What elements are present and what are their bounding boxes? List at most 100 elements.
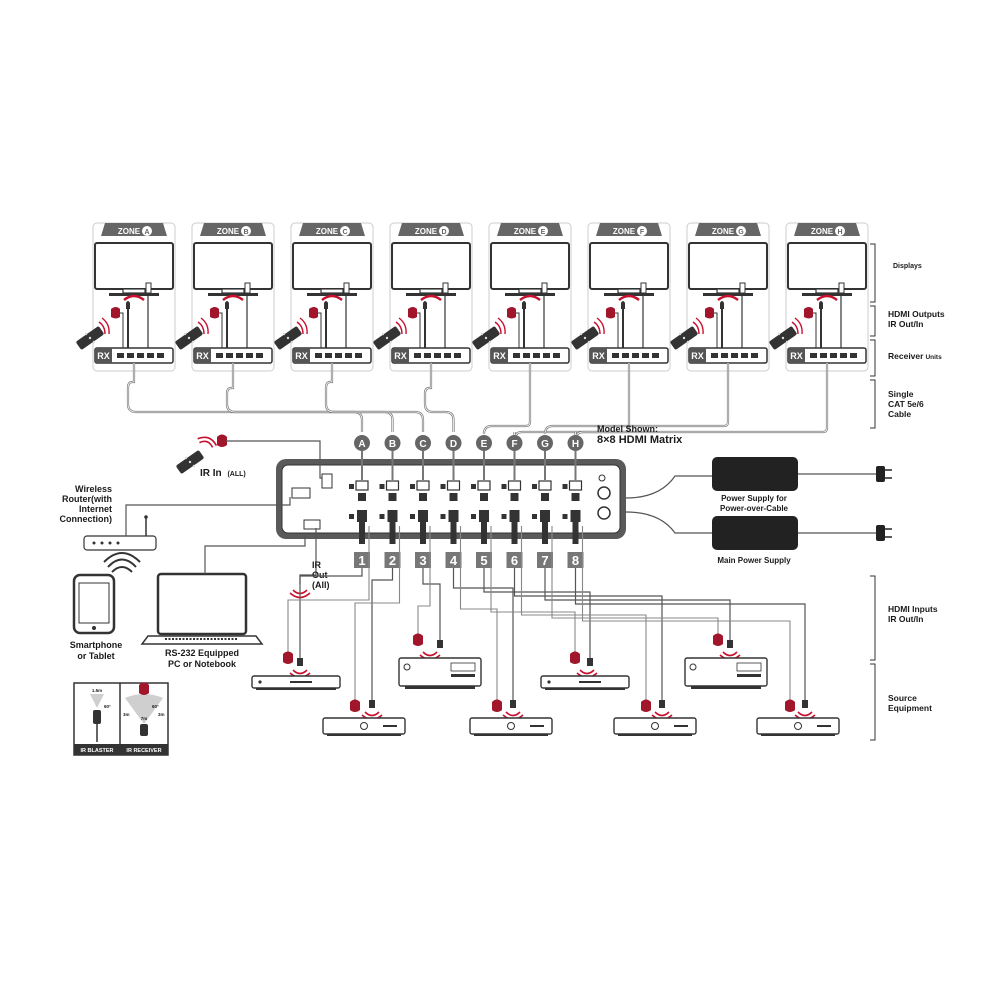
legend-blaster-dist: 1.5m <box>92 688 102 693</box>
bracket-cat-2: CAT 5e/6 <box>888 399 924 409</box>
output-letter: D <box>450 439 457 450</box>
ir-in-remote <box>175 433 322 479</box>
laptop-icon <box>140 536 306 645</box>
input-number: 5 <box>480 553 487 568</box>
bracket-hdmi-in-2: IR Out/In <box>888 614 923 624</box>
zone-f: ZONE F RX <box>570 222 671 372</box>
display-icon <box>688 242 768 290</box>
ir-cable <box>551 526 719 636</box>
ir-cable <box>287 526 370 654</box>
output-letter-badge <box>476 435 492 451</box>
source-device-tuner <box>684 657 768 689</box>
ir-emitter-icon <box>570 651 580 664</box>
hdmi-input-port <box>509 510 520 522</box>
output-letter-badge <box>415 435 431 451</box>
psu-main-label: Main Power Supply <box>717 556 791 565</box>
hdmi-input-port <box>387 510 398 522</box>
source-device-player <box>756 717 840 736</box>
legend-receiver-side-r: 3m <box>158 712 165 717</box>
receiver-badge: RX <box>97 351 110 361</box>
legend-blaster-angle: 60° <box>104 704 111 709</box>
output-letter: G <box>541 439 549 450</box>
psu-poc-line2: Power-over-Cable <box>720 504 789 513</box>
bracket-cat-3: Cable <box>888 409 911 419</box>
input-number: 2 <box>389 553 396 568</box>
zone-tab-letter: E <box>541 229 546 236</box>
source-wiring <box>283 526 816 721</box>
input-number: 6 <box>511 553 518 568</box>
ir-emitter-icon <box>785 699 795 712</box>
wifi-icon <box>103 552 141 573</box>
zone-tab-label: ZONE <box>118 227 141 236</box>
ir-out-line2: Out <box>312 570 328 580</box>
zone-tab-label: ZONE <box>316 227 339 236</box>
bracket-cat-1: Single <box>888 389 914 399</box>
zone-tab-letter: F <box>640 229 645 236</box>
hdmi-input-port <box>418 510 428 522</box>
bracket-hdmi-in-1: HDMI Inputs <box>888 604 938 614</box>
phone-line2: or Tablet <box>77 651 114 661</box>
display-icon <box>589 242 669 290</box>
ir-emitter-icon <box>713 633 723 646</box>
output-letter-badge <box>506 435 523 451</box>
bracket-source-1: Source <box>888 693 917 703</box>
ir-emitter-icon <box>413 633 423 646</box>
hdmi-cable <box>544 568 731 640</box>
model-line2: 8×8 HDMI Matrix <box>597 434 683 446</box>
receiver-badge: RX <box>493 351 506 361</box>
router-line2: Router(with <box>62 494 112 504</box>
output-letter: F <box>511 439 517 450</box>
hdmi-input-port <box>540 510 550 522</box>
display-icon <box>193 242 273 290</box>
input-number-badge <box>445 552 462 568</box>
output-letter: A <box>358 439 365 450</box>
zone-tab-label: ZONE <box>415 227 438 236</box>
zone-tab-label: ZONE <box>712 227 735 236</box>
hdbt-port <box>446 480 461 491</box>
router-line1: Wireless <box>75 484 112 494</box>
zone-tab-letter: D <box>441 229 446 236</box>
bracket-hdmi-out-1: HDMI Outputs <box>888 309 945 319</box>
cat-cable <box>324 363 425 432</box>
zone-tab-label: ZONE <box>613 227 636 236</box>
pc-line2: PC or Notebook <box>168 659 237 669</box>
ir-emitter-icon <box>641 699 651 712</box>
wireless-router <box>83 497 291 551</box>
zone-tab-letter: B <box>243 229 248 236</box>
input-number-badge <box>354 552 370 568</box>
power-supply-poc <box>625 457 892 499</box>
ir-cable <box>490 526 576 654</box>
output-letter: B <box>389 439 396 450</box>
ir-cable <box>581 526 791 702</box>
zone-tab-label: ZONE <box>811 227 834 236</box>
ir-emitter-icon <box>283 651 293 664</box>
bracket-displays: Displays <box>893 263 922 270</box>
hdmi-cable <box>513 568 663 700</box>
smartphone-icon <box>72 573 116 635</box>
legend-receiver-dist: 7m <box>141 716 148 721</box>
hdbt-port <box>477 480 491 491</box>
hdmi-cable <box>299 568 363 658</box>
hdbt-port <box>538 480 552 491</box>
ir-out-line3: (All) <box>312 580 330 590</box>
zone-tab-letter: G <box>738 229 744 236</box>
ir-cable <box>354 526 401 702</box>
hdmi-input-port <box>357 510 367 522</box>
zone-tab-letter: C <box>342 229 347 236</box>
hdbt-port <box>416 480 430 491</box>
cat-cable <box>423 363 455 432</box>
receiver-badge: RX <box>592 351 605 361</box>
ir-cable <box>459 526 498 702</box>
source-device-tuner <box>398 657 482 689</box>
model-line1: Model Shown: <box>597 424 658 434</box>
ir-emitter-icon <box>492 699 502 712</box>
ir-out-line1: IR <box>312 560 322 570</box>
source-device-slim <box>251 675 341 690</box>
